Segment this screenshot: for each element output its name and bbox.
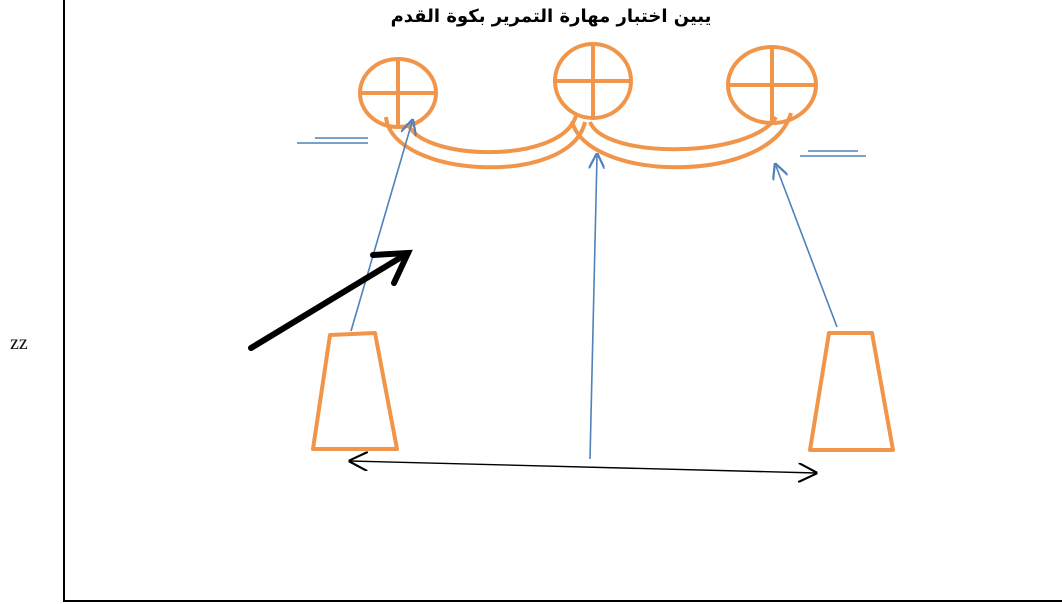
flight-lines: [350, 122, 838, 460]
diagram-frame: [63, 0, 1062, 602]
flight-line-right: [776, 166, 838, 328]
cone-right: [808, 331, 895, 452]
ball-right: [726, 45, 818, 125]
pass-arc-right: [570, 112, 793, 170]
pass-arc-left: [384, 115, 587, 170]
ball-left: [358, 57, 438, 129]
boundary-marks: [297, 137, 866, 157]
ball-center: [553, 42, 633, 120]
direction-arrow: [248, 249, 413, 351]
flight-line-left: [350, 122, 412, 332]
title-text: يبين اختبار مهارة التمرير بكوة القدم: [390, 6, 712, 27]
side-label: zz: [10, 332, 28, 354]
cone-left: [311, 331, 399, 451]
distance-arrow: [350, 461, 816, 473]
diagram-title: يبين اختبار مهارة التمرير بكوة القدم: [0, 6, 1062, 27]
flight-line-center: [590, 156, 597, 460]
